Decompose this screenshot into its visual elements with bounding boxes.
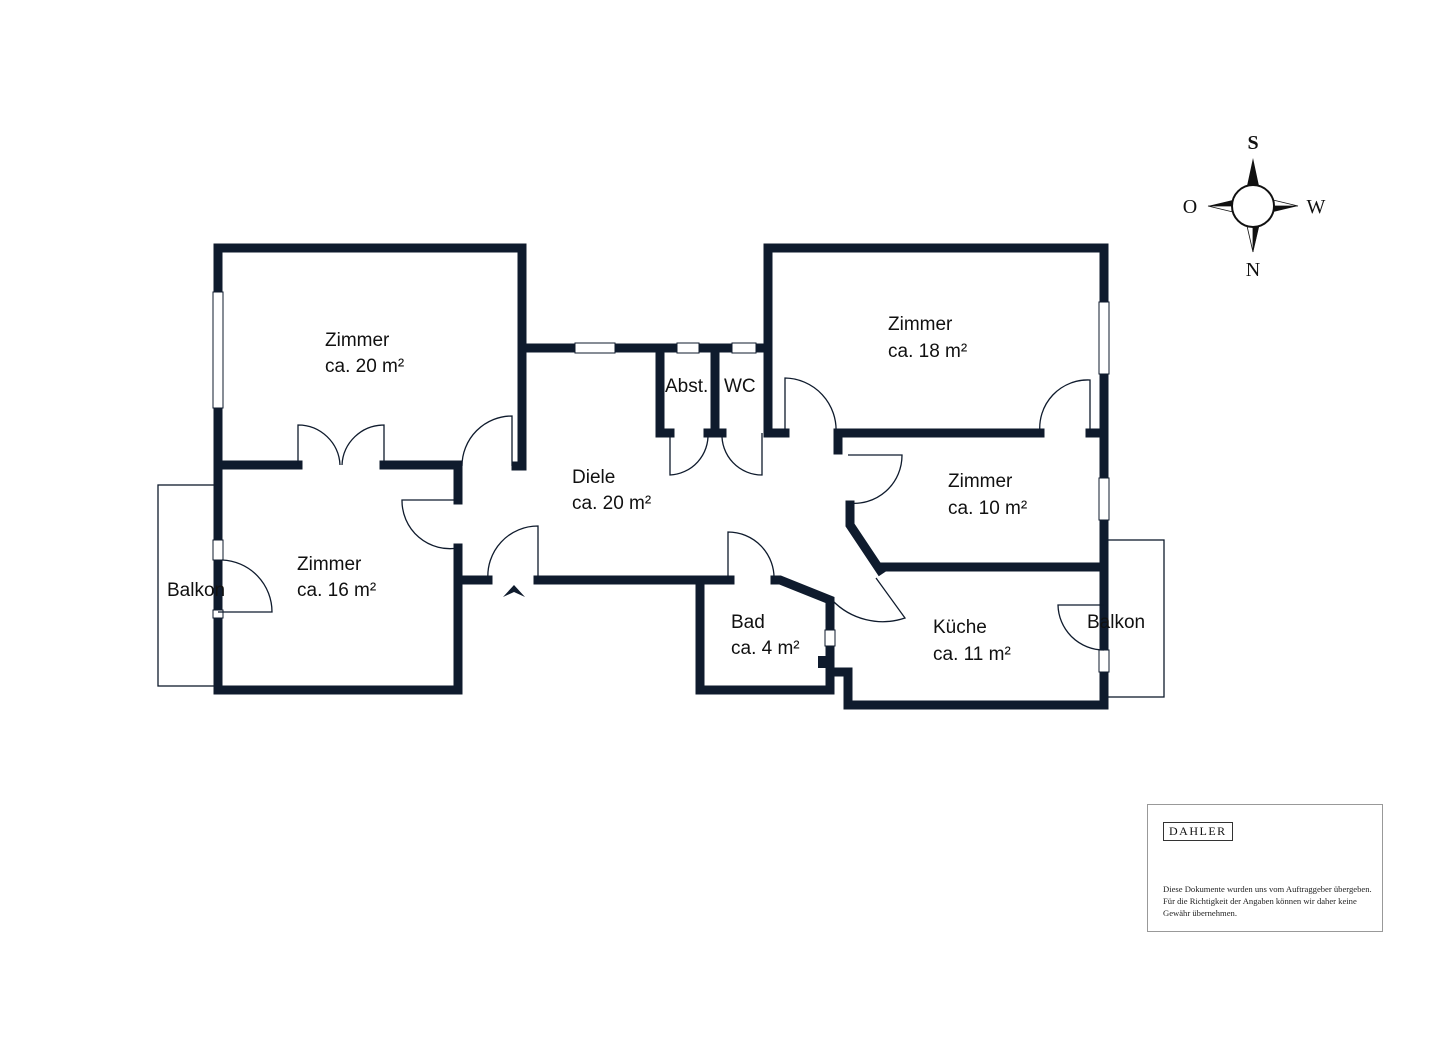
compass: S O W N [1183,132,1326,281]
room-area: ca. 4 m² [731,638,800,659]
room-name: WC [724,376,756,397]
room-name: Abst. [665,376,708,397]
compass-east: O [1183,196,1197,218]
disclaimer-text: Diese Dokumente wurden uns vom Auftragge… [1163,884,1372,918]
compass-west: W [1307,196,1326,218]
compass-south: S [1247,132,1258,154]
compass-star-icon [1247,158,1259,186]
walls [213,243,1109,710]
room-name: Balkon [167,580,225,601]
room-area: ca. 20 m² [325,356,404,377]
disclaimer-box: DAHLER Diese Dokumente wurden uns vom Au… [1147,804,1383,932]
room-area: ca. 11 m² [933,644,1011,665]
room-name: Balkon [1087,612,1145,633]
room-name: Zimmer [297,554,362,575]
windows [212,291,1110,673]
room-area: ca. 18 m² [888,341,967,362]
room-name: Zimmer [948,471,1013,492]
room-area: ca. 20 m² [572,493,651,514]
room-name: Zimmer [325,330,390,351]
room-area: ca. 16 m² [297,580,376,601]
brand-logo: DAHLER [1163,822,1233,841]
room-name: Küche [933,617,987,638]
compass-north: N [1246,259,1260,281]
doors [218,377,1105,651]
room-name: Diele [572,467,615,488]
entrance-arrow-icon [503,585,525,597]
room-labels: Zimmer ca. 20 m² Zimmer ca. 16 m² Balkon… [167,314,1145,665]
room-name: Bad [731,612,765,633]
room-area: ca. 10 m² [948,498,1027,519]
room-name: Zimmer [888,314,953,335]
